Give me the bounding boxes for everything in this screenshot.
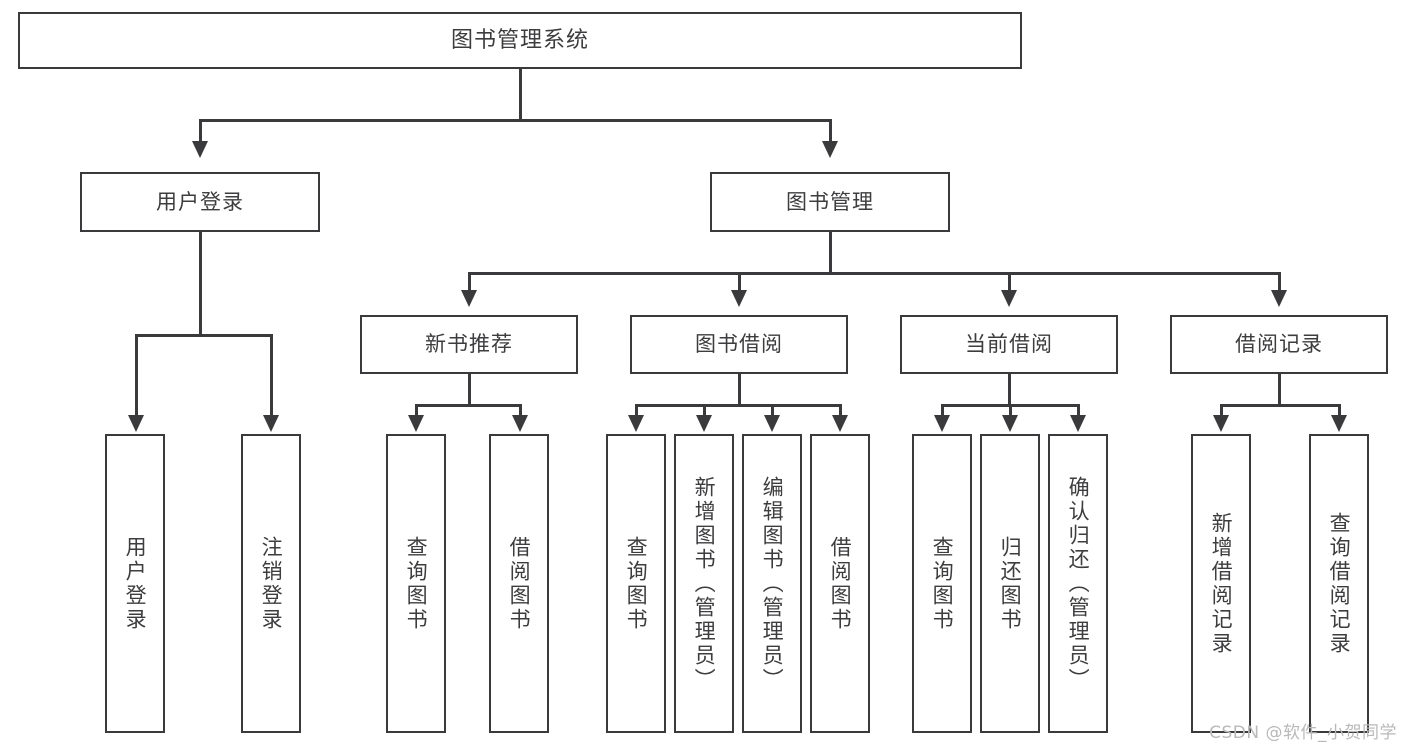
arrow-to-recommend bbox=[461, 290, 477, 307]
connector-to-current bbox=[1008, 272, 1011, 292]
connector-user-login-leaf2 bbox=[270, 334, 273, 417]
connector-recommend-bus bbox=[415, 404, 521, 407]
arrow-record-leaf1 bbox=[1213, 415, 1229, 432]
connector-borrow-leaf4 bbox=[839, 404, 842, 417]
leaf-borrow-edit-book[interactable]: 编辑图书（管理员） bbox=[742, 434, 802, 733]
leaf-recommend-query-book[interactable]: 查询图书 bbox=[386, 434, 446, 733]
node-new-book-recommend[interactable]: 新书推荐 bbox=[360, 315, 578, 374]
node-label: 新增图书（管理员） bbox=[692, 475, 717, 692]
connector-record-down bbox=[1278, 374, 1281, 406]
node-label: 查询图书 bbox=[930, 535, 955, 632]
connector-to-borrow bbox=[738, 272, 741, 292]
node-label: 借阅记录 bbox=[1235, 332, 1323, 357]
csdn-watermark: CSDN @软件_小贺同学 bbox=[1209, 723, 1397, 743]
leaf-user-login[interactable]: 用户登录 bbox=[105, 434, 165, 733]
connector-book-manage-down bbox=[829, 232, 832, 274]
leaf-record-query-record[interactable]: 查询借阅记录 bbox=[1309, 434, 1369, 733]
node-label: 用户登录 bbox=[123, 535, 148, 632]
connector-recommend-down bbox=[468, 374, 471, 406]
connector-borrow-down bbox=[738, 374, 741, 406]
leaf-borrow-add-book[interactable]: 新增图书（管理员） bbox=[674, 434, 734, 733]
connector-to-recommend bbox=[468, 272, 471, 292]
node-label: 编辑图书（管理员） bbox=[760, 475, 785, 692]
connector-to-record bbox=[1278, 272, 1281, 292]
arrow-recommend-leaf2 bbox=[512, 415, 528, 432]
connector-root-bus bbox=[199, 119, 832, 122]
connector-user-login-leaf1 bbox=[135, 334, 138, 417]
node-label: 借阅图书 bbox=[507, 535, 532, 632]
node-label: 查询借阅记录 bbox=[1327, 511, 1352, 656]
connector-to-user-login bbox=[199, 119, 202, 143]
connector-user-login-bus bbox=[135, 334, 272, 337]
arrow-to-borrow bbox=[731, 290, 747, 307]
leaf-current-query-book[interactable]: 查询图书 bbox=[912, 434, 972, 733]
connector-record-leaf1 bbox=[1220, 404, 1223, 417]
leaf-current-confirm-return[interactable]: 确认归还（管理员） bbox=[1048, 434, 1108, 733]
arrow-to-user-login bbox=[192, 141, 208, 158]
leaf-logout-login[interactable]: 注销登录 bbox=[241, 434, 301, 733]
node-borrow-record[interactable]: 借阅记录 bbox=[1170, 315, 1388, 374]
arrow-to-current bbox=[1001, 290, 1017, 307]
leaf-current-return-book[interactable]: 归还图书 bbox=[980, 434, 1040, 733]
node-label: 当前借阅 bbox=[965, 332, 1053, 357]
connector-current-leaf3 bbox=[1077, 404, 1080, 417]
node-label: 图书管理 bbox=[786, 189, 874, 214]
arrow-user-login-leaf2 bbox=[263, 415, 279, 432]
arrow-to-record bbox=[1271, 290, 1287, 307]
connector-to-book-manage bbox=[829, 119, 832, 143]
node-label: 查询图书 bbox=[624, 535, 649, 632]
node-label: 归还图书 bbox=[998, 535, 1023, 632]
leaf-recommend-borrow-book[interactable]: 借阅图书 bbox=[489, 434, 549, 733]
node-current-borrow[interactable]: 当前借阅 bbox=[900, 315, 1118, 374]
connector-current-leaf2 bbox=[1009, 404, 1012, 417]
connector-user-login-down bbox=[199, 232, 202, 336]
arrow-current-leaf1 bbox=[934, 415, 950, 432]
arrow-current-leaf2 bbox=[1002, 415, 1018, 432]
connector-recommend-leaf1 bbox=[415, 404, 418, 417]
connector-current-down bbox=[1008, 374, 1011, 406]
arrow-borrow-leaf1 bbox=[628, 415, 644, 432]
node-book-manage[interactable]: 图书管理 bbox=[710, 172, 950, 232]
arrow-borrow-leaf3 bbox=[764, 415, 780, 432]
node-label: 借阅图书 bbox=[828, 535, 853, 632]
node-book-borrow[interactable]: 图书借阅 bbox=[630, 315, 848, 374]
leaf-borrow-query-book[interactable]: 查询图书 bbox=[606, 434, 666, 733]
node-label: 新增借阅记录 bbox=[1209, 511, 1234, 656]
node-label: 查询图书 bbox=[404, 535, 429, 632]
leaf-borrow-borrow-book[interactable]: 借阅图书 bbox=[810, 434, 870, 733]
connector-borrow-leaf1 bbox=[635, 404, 638, 417]
arrow-record-leaf2 bbox=[1331, 415, 1347, 432]
connector-current-leaf1 bbox=[941, 404, 944, 417]
connector-root-down bbox=[519, 69, 522, 121]
node-label: 图书借阅 bbox=[695, 332, 783, 357]
connector-recommend-leaf2 bbox=[519, 404, 522, 417]
arrow-borrow-leaf4 bbox=[832, 415, 848, 432]
node-label: 确认归还（管理员） bbox=[1066, 475, 1091, 692]
arrow-recommend-leaf1 bbox=[408, 415, 424, 432]
arrow-to-book-manage bbox=[822, 141, 838, 158]
arrow-current-leaf3 bbox=[1070, 415, 1086, 432]
connector-borrow-leaf2 bbox=[703, 404, 706, 417]
node-label: 图书管理系统 bbox=[450, 27, 589, 53]
connector-book-manage-bus bbox=[468, 272, 1280, 275]
leaf-record-add-record[interactable]: 新增借阅记录 bbox=[1191, 434, 1251, 733]
node-label: 新书推荐 bbox=[425, 332, 513, 357]
arrow-borrow-leaf2 bbox=[696, 415, 712, 432]
node-label: 注销登录 bbox=[259, 535, 284, 632]
node-root-system[interactable]: 图书管理系统 bbox=[18, 12, 1022, 69]
connector-borrow-bus bbox=[635, 404, 841, 407]
connector-record-leaf2 bbox=[1338, 404, 1341, 417]
arrow-user-login-leaf1 bbox=[128, 415, 144, 432]
connector-borrow-leaf3 bbox=[771, 404, 774, 417]
node-user-login[interactable]: 用户登录 bbox=[80, 172, 320, 232]
connector-record-bus bbox=[1220, 404, 1340, 407]
node-label: 用户登录 bbox=[156, 189, 244, 214]
